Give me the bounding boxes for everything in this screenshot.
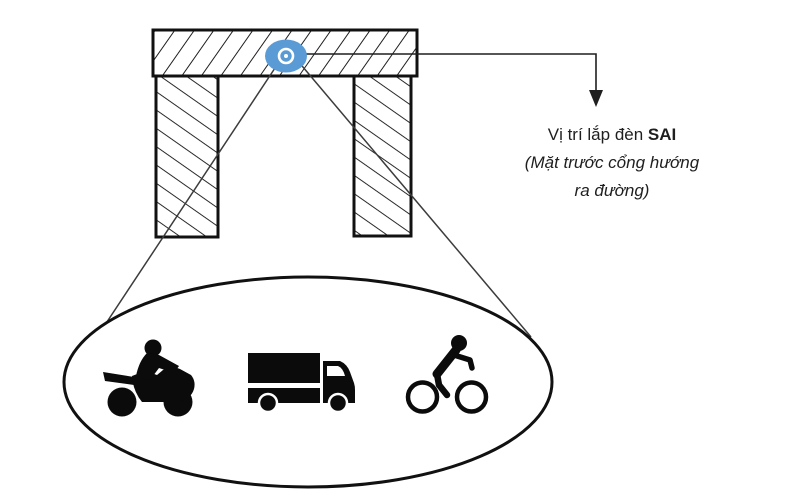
motorcycle-rear-wheel bbox=[107, 387, 137, 417]
annotation-line2: (Mặt trước cổng hướng bbox=[524, 153, 700, 172]
zoom-cone-left-line bbox=[94, 61, 280, 341]
motorcycle-tail bbox=[103, 372, 134, 385]
truck-cargo-box bbox=[248, 353, 320, 383]
gate-right-pillar bbox=[352, 74, 413, 238]
motorcycle-rider-body bbox=[136, 353, 179, 380]
gate-left-pillar bbox=[154, 74, 220, 239]
motorcycle-icon bbox=[103, 339, 195, 417]
truck-cab-window bbox=[327, 366, 345, 376]
bicycle-rider-arm bbox=[451, 352, 475, 371]
bicycle-front-wheel bbox=[454, 380, 489, 414]
annotation-line1: Vị trí lắp đèn SAI bbox=[494, 121, 730, 149]
truck-icon bbox=[248, 353, 355, 414]
lamp-icon bbox=[265, 39, 307, 73]
bicycle-icon bbox=[405, 335, 489, 414]
truck-rear-wheel bbox=[257, 392, 279, 414]
zoom-cone-right-line bbox=[296, 59, 532, 338]
pointer-arrow bbox=[300, 53, 603, 107]
motorcycle-rider-head bbox=[144, 339, 162, 357]
annotation-label: Vị trí lắp đèn SAI (Mặt trước cổng hướng… bbox=[494, 121, 730, 205]
lamp-icon-ring bbox=[277, 47, 295, 65]
pointer-arrowhead bbox=[589, 90, 603, 107]
annotation-line1-bold: SAI bbox=[647, 125, 677, 144]
pointer-arrow-line bbox=[300, 53, 597, 92]
annotation-line3: ra đường) bbox=[574, 181, 650, 200]
annotation-line1-regular: Vị trí lắp đèn bbox=[547, 125, 644, 144]
bicycle-rider-leg bbox=[433, 370, 451, 399]
lamp-icon-dot bbox=[284, 54, 288, 58]
bicycle-rear-wheel bbox=[405, 380, 440, 414]
truck-front-wheel bbox=[327, 392, 349, 414]
